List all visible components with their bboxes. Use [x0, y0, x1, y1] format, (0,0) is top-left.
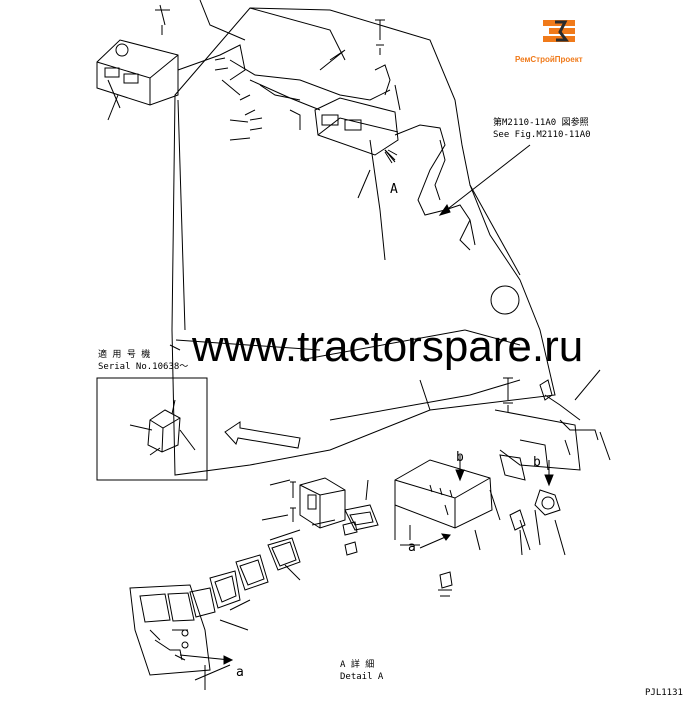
fig-ref-en: See Fig.M2110-11A0 — [493, 130, 591, 140]
watermark-text: www.tractorspare.ru — [192, 322, 584, 371]
upper-wiring-harness — [214, 19, 401, 131]
upper-left-lamp-assembly — [96, 0, 246, 121]
arrow-a-label-lower: a — [408, 540, 416, 555]
a-arrows — [179, 533, 453, 665]
arrow-b-label-left: b — [456, 450, 464, 465]
view-a-label: A — [390, 182, 398, 197]
machine-body-outline — [171, 7, 556, 476]
arrow-a-label-bottom: a — [236, 665, 244, 680]
bottom-lamp-housing — [129, 584, 231, 690]
view-a-arrow — [384, 149, 398, 164]
detail-jp: A 詳 細 — [340, 660, 375, 670]
detail-en: Detail A — [340, 672, 384, 682]
serial-inset-box — [96, 377, 208, 481]
serial-jp: 適 用 号 機 — [98, 350, 151, 360]
arrow-b-label-right: b — [533, 455, 541, 470]
detail-a-bracket — [394, 459, 501, 546]
center-lamp-assembly — [314, 97, 399, 261]
logo-text: РемСтройПроект — [515, 55, 583, 64]
serial-en: Serial No.10638～ — [98, 362, 189, 372]
drawing-number: PJL1131 — [645, 688, 683, 698]
detail-a-lamp-parts — [189, 477, 379, 618]
logo-mark — [543, 20, 575, 42]
right-side-bolts — [455, 369, 611, 556]
direction-arrow-left — [224, 421, 301, 449]
fig-ref-jp: 第M2110-11A0 図参照 — [493, 118, 589, 128]
right-side-harness — [394, 124, 531, 251]
leader-lines — [149, 79, 531, 661]
